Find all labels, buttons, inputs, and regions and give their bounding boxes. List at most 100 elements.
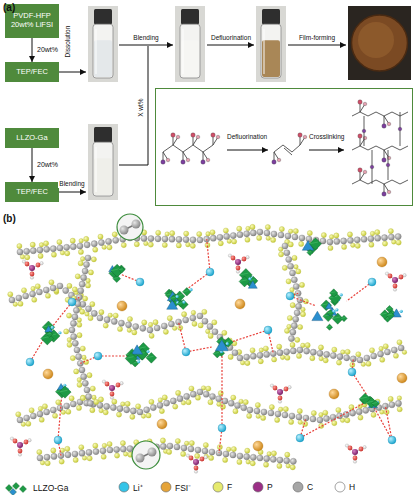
carbon-atom bbox=[23, 293, 29, 299]
tep-molecule bbox=[228, 254, 249, 273]
carbon-atom bbox=[44, 454, 50, 460]
fluorine-atom bbox=[103, 410, 108, 415]
llzo-cluster bbox=[380, 305, 403, 322]
fluorine-atom bbox=[255, 402, 260, 407]
fluorine-atom bbox=[69, 396, 74, 401]
fluorine-atom bbox=[397, 407, 402, 412]
llzo-cluster bbox=[125, 343, 156, 367]
carbon-atom bbox=[288, 263, 294, 269]
fluorine-atom bbox=[79, 238, 84, 243]
fluorine-atom bbox=[80, 346, 85, 351]
process-box: TEP/FEC bbox=[5, 62, 59, 82]
lithium-atom bbox=[400, 310, 403, 313]
chem-bond bbox=[173, 145, 183, 152]
llzo-cluster bbox=[359, 393, 379, 408]
fluorine-atom bbox=[144, 241, 149, 246]
coordination-line bbox=[207, 239, 210, 272]
fluorine-atom bbox=[25, 255, 30, 260]
octahedron-edge bbox=[239, 280, 247, 282]
fluorine-atom bbox=[83, 296, 88, 301]
vial-cap bbox=[181, 9, 199, 24]
oxygen-atom bbox=[359, 447, 364, 452]
vial-highlight bbox=[95, 147, 96, 192]
carbon-atom bbox=[37, 455, 43, 461]
fluorine-atom bbox=[356, 352, 361, 357]
octahedron bbox=[372, 400, 379, 407]
fluorine-atom bbox=[75, 274, 80, 279]
legend-text: LLZO-Ga bbox=[33, 483, 68, 493]
llzo-cluster bbox=[213, 337, 233, 358]
legend-swatch-box bbox=[160, 481, 172, 493]
lithium-ion bbox=[286, 292, 294, 300]
fluorine-atom bbox=[149, 399, 154, 404]
carbon-atom bbox=[36, 289, 42, 295]
carbon-atom bbox=[168, 321, 174, 327]
octahedron-edge bbox=[341, 317, 345, 319]
octahedron-edge bbox=[41, 337, 50, 339]
lithium-ion bbox=[206, 268, 214, 276]
fluorine-atom bbox=[285, 355, 290, 360]
chem-atom bbox=[358, 100, 362, 104]
fluorine-atom bbox=[282, 265, 287, 270]
carbon-atom bbox=[381, 235, 387, 241]
carbon-atom bbox=[237, 232, 243, 238]
chem-bond bbox=[274, 145, 283, 152]
inset-panel: DefluorinationCrosslinking bbox=[155, 88, 413, 206]
octahedron-edge bbox=[359, 397, 367, 399]
carbon-atom bbox=[244, 231, 250, 237]
octahedron bbox=[118, 267, 124, 273]
carbon-atom bbox=[306, 236, 312, 242]
carbon-atom bbox=[284, 458, 290, 464]
legend-entry: LLZO-Ga bbox=[4, 481, 68, 495]
fluorine-atom bbox=[173, 404, 178, 409]
phosphorus-atom bbox=[235, 259, 241, 265]
hydrogen-atom bbox=[18, 453, 21, 456]
fluorine-atom bbox=[85, 283, 90, 288]
oxygen-atom bbox=[348, 446, 353, 451]
fluorine-atom bbox=[284, 328, 289, 333]
fluorine-atom bbox=[127, 328, 132, 333]
fsi-anion bbox=[377, 257, 387, 267]
legend-entry: H bbox=[334, 481, 355, 493]
carbon-atom bbox=[288, 335, 294, 341]
fluorine-atom bbox=[222, 330, 227, 335]
chem-atom bbox=[171, 133, 175, 137]
fluorine-atom bbox=[39, 243, 44, 248]
lithium-ion bbox=[388, 436, 396, 444]
fluorine-atom bbox=[361, 231, 366, 236]
octahedron-edge bbox=[380, 313, 386, 314]
fluorine-atom bbox=[92, 395, 97, 400]
edge-label: 20wt% bbox=[36, 46, 59, 54]
tetrahedron bbox=[248, 281, 257, 289]
fluorine-atom bbox=[60, 250, 65, 255]
reaction-arrow bbox=[227, 150, 268, 151]
llzo-cluster bbox=[41, 321, 62, 345]
fluorine-atom bbox=[245, 360, 250, 365]
octahedron-edge bbox=[125, 357, 133, 359]
fluorine-atom bbox=[303, 421, 308, 426]
oxygen-atom bbox=[393, 284, 398, 289]
carbon-atom bbox=[286, 256, 292, 262]
carbon-atom bbox=[169, 236, 175, 242]
chem-bond bbox=[193, 145, 203, 152]
octahedron-edge bbox=[386, 314, 392, 315]
octahedron bbox=[386, 305, 393, 312]
carbon-atom bbox=[79, 281, 85, 287]
photo-background bbox=[175, 6, 205, 82]
fluorine-atom bbox=[250, 461, 255, 466]
carbon-atom bbox=[323, 416, 329, 422]
fluorine-atom bbox=[87, 373, 92, 378]
carbon-atom bbox=[384, 349, 390, 355]
chem-bond bbox=[376, 146, 384, 150]
fluorine-atom bbox=[280, 355, 285, 360]
flow-connector bbox=[32, 148, 33, 182]
carbon-atom bbox=[81, 275, 87, 281]
vial-cap bbox=[94, 9, 112, 24]
carbon-atom bbox=[161, 323, 167, 329]
coordination-line bbox=[186, 272, 210, 290]
carbon-atom bbox=[81, 374, 87, 380]
chem-atom bbox=[363, 170, 367, 174]
fluorine-atom bbox=[79, 445, 84, 450]
